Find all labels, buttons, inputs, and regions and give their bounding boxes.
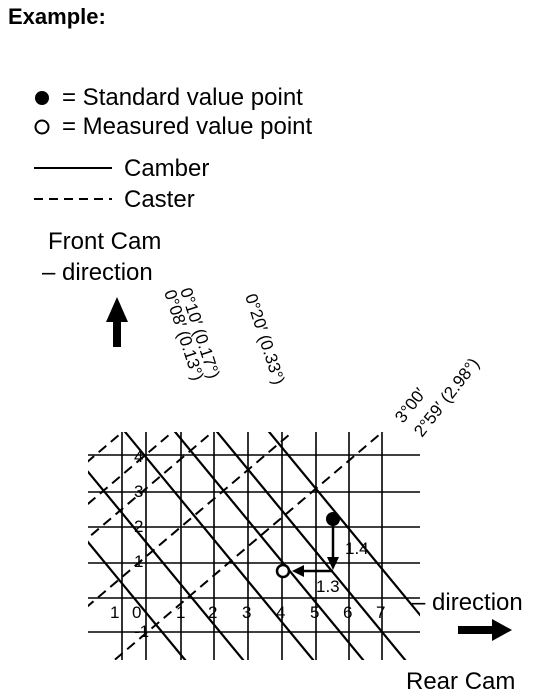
rear-adjust-value: 1.3 [316, 577, 340, 596]
camber-line [267, 432, 420, 617]
rear-cam-arrow-icon [458, 619, 512, 641]
chart-lines [0, 400, 420, 670]
y-tick-label: 2 [134, 517, 143, 536]
y-tick-label: -1 [134, 622, 149, 641]
camber-line [123, 432, 315, 660]
caster-line [0, 400, 70, 670]
x-tick-label: 1 [110, 603, 119, 622]
standard-value-point-icon [35, 91, 49, 105]
front-adjust-arrowhead [327, 557, 339, 570]
x-tick-label: 0 [132, 603, 141, 622]
front-adjust-value: 1.4 [345, 539, 369, 558]
y-tick-label: 4 [134, 447, 143, 466]
x-tick-label: 3 [242, 603, 251, 622]
camber-line [88, 540, 187, 660]
legend-standard-label: = Standard value point [62, 84, 303, 111]
camber-line [173, 432, 365, 660]
x-tick-label: 7 [376, 603, 385, 622]
front-cam-label: Front Cam [48, 228, 162, 255]
rear-cam-label: Rear Cam [406, 668, 516, 695]
front-cam-arrow-icon [106, 297, 128, 347]
x-tick-label: 6 [343, 603, 352, 622]
rear-cam-direction-label: – direction [412, 589, 523, 616]
x-tick-label: 2 [208, 603, 217, 622]
x-tick-label: 1 [176, 603, 185, 622]
heading: Example: [8, 4, 106, 29]
caster-line [88, 432, 174, 506]
caster-line [88, 432, 294, 608]
y-tick-label: 3 [134, 482, 143, 501]
rear-adjust-arrowhead [292, 565, 304, 577]
x-tick-label: 4 [276, 603, 285, 622]
legend-caster-label: Caster [124, 186, 195, 213]
camber-line [88, 470, 245, 660]
front-cam-direction-label: – direction [42, 259, 153, 286]
measured-value-point [275, 563, 291, 579]
y-tick-label: 1 [134, 552, 143, 571]
x-tick-label: 5 [310, 603, 319, 622]
caster-line [113, 432, 384, 660]
camber-line-2-label-1: 0°20′ (0.33°) [241, 291, 288, 387]
standard-value-point [326, 512, 340, 526]
caster-line [88, 432, 214, 540]
legend-camber-label: Camber [124, 155, 210, 182]
legend-measured-label: = Measured value point [62, 113, 313, 140]
measured-value-point-icon [34, 119, 50, 135]
camber-line [215, 432, 407, 660]
